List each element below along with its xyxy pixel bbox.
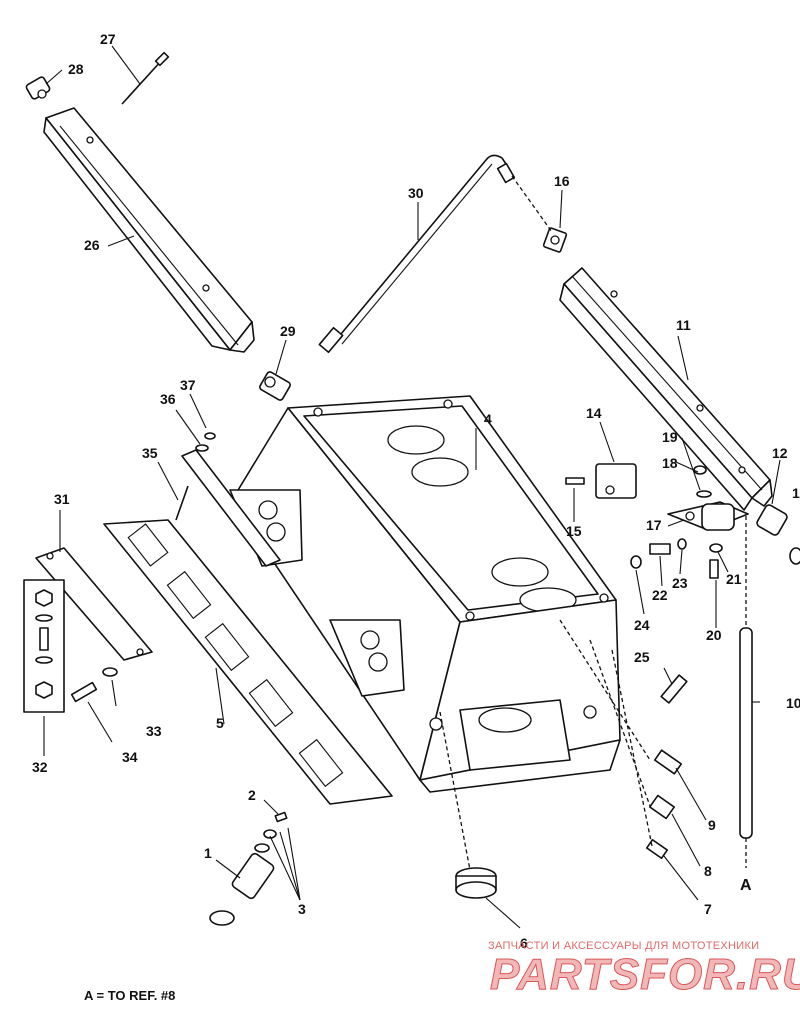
callout-24: 24 — [634, 617, 650, 633]
bolt — [70, 681, 98, 703]
callout-19: 19 — [662, 429, 678, 445]
right-fuel-rail — [559, 267, 773, 511]
intake-gasket — [103, 519, 393, 805]
manifold-stud-strip — [175, 449, 281, 567]
callout-10: 10 — [786, 695, 800, 711]
callout-27: 27 — [100, 31, 116, 47]
o-ring — [630, 555, 642, 569]
left-fuel-rail — [43, 107, 255, 353]
leader-lines — [43, 45, 781, 929]
fuel-crossover-line — [318, 154, 516, 354]
mounting-bracket — [35, 547, 153, 661]
callout-21: 21 — [726, 571, 742, 587]
hardware-kit — [23, 579, 65, 713]
tube — [739, 627, 753, 839]
fitting — [756, 504, 788, 536]
fitting — [653, 749, 683, 775]
callout-28: 28 — [68, 61, 84, 77]
callout-2: 2 — [248, 787, 256, 803]
callout-13: 1 — [792, 485, 800, 501]
assembly-line — [511, 175, 553, 233]
callout-8: 8 — [704, 863, 712, 879]
callout-5: 5 — [216, 715, 224, 731]
callout-35: 35 — [142, 445, 158, 461]
screw — [709, 559, 719, 579]
intake-manifold — [229, 395, 621, 793]
nut — [693, 465, 707, 475]
fuel-fitting — [542, 227, 568, 253]
rail-pin — [121, 51, 170, 105]
callout-18: 18 — [662, 455, 678, 471]
callout-4: 4 — [484, 411, 492, 427]
callout-20: 20 — [706, 627, 722, 643]
washer — [102, 667, 118, 677]
watermark-tagline: ЗАПЧАСТИ И АКСЕССУАРЫ ДЛЯ МОТОТЕХНИКИ — [488, 940, 760, 952]
o-ring — [696, 490, 712, 498]
callout-1: 1 — [204, 845, 212, 861]
callout-29: 29 — [280, 323, 296, 339]
callout-9: 9 — [708, 817, 716, 833]
watermark-brand: PARTSFOR.RU — [490, 950, 800, 1000]
callout-36: 36 — [160, 391, 176, 407]
callout-labels: 27 28 26 30 16 29 11 37 36 35 4 14 15 19… — [32, 31, 800, 951]
fitting — [645, 838, 669, 860]
callout-22: 22 — [652, 587, 668, 603]
callout-17: 17 — [646, 517, 662, 533]
clamp-block — [595, 463, 637, 499]
callout-ref-a: A — [740, 877, 752, 894]
callout-12: 12 — [772, 445, 788, 461]
callout-23: 23 — [672, 575, 688, 591]
washer — [195, 444, 209, 452]
pressure-regulator — [667, 501, 749, 531]
callout-37: 37 — [180, 377, 196, 393]
callout-16: 16 — [554, 173, 570, 189]
o-ring — [677, 538, 687, 550]
bolt — [660, 674, 688, 704]
assembly-line — [611, 649, 653, 847]
pipe-plug — [455, 867, 497, 899]
callout-30: 30 — [408, 185, 424, 201]
assembly-line — [589, 639, 651, 807]
callout-11: 11 — [676, 317, 691, 333]
reference-note: A = TO REF. #8 — [84, 988, 176, 1003]
callout-6: 6 — [520, 935, 528, 951]
callout-31: 31 — [54, 491, 70, 507]
rail-clip — [25, 76, 51, 100]
callout-34: 34 — [122, 749, 138, 765]
callout-14: 14 — [586, 405, 602, 421]
nut — [204, 432, 216, 440]
callout-26: 26 — [84, 237, 100, 253]
callout-15: 15 — [566, 523, 582, 539]
fuel-injector — [209, 811, 288, 926]
fitting — [649, 543, 671, 555]
assembly-line — [439, 711, 471, 871]
callout-25: 25 — [634, 649, 650, 665]
line-fitting — [259, 371, 291, 401]
callout-32: 32 — [32, 759, 48, 775]
fitting — [789, 547, 800, 565]
elbow-fitting — [648, 794, 676, 820]
nut — [709, 543, 723, 553]
callout-3: 3 — [298, 901, 306, 917]
callout-7: 7 — [704, 901, 712, 917]
callout-33: 33 — [146, 723, 162, 739]
screw — [565, 477, 585, 485]
